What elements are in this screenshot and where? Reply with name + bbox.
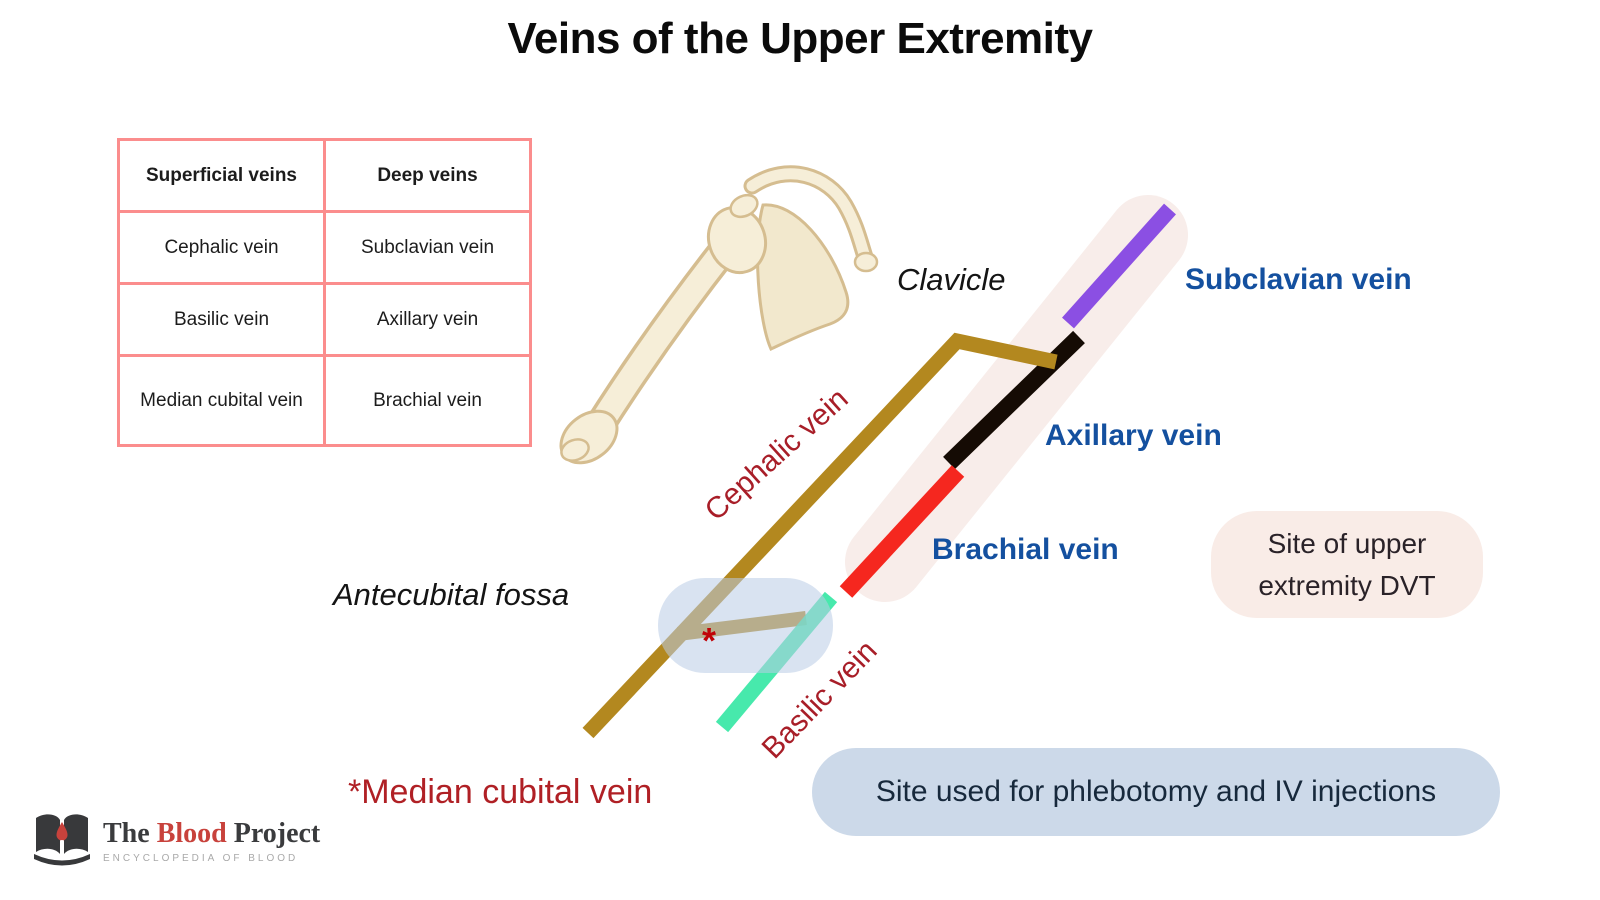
dvt-site-callout: Site of upper extremity DVT — [1211, 511, 1483, 618]
axillary-vein-line — [943, 330, 1085, 470]
open-book-icon — [34, 814, 90, 866]
phlebotomy-site-callout: Site used for phlebotomy and IV injectio… — [812, 748, 1500, 836]
cell-axillary: Axillary vein — [323, 282, 532, 357]
page-title: Veins of the Upper Extremity — [507, 14, 1093, 63]
brachial-vein-line — [839, 465, 965, 598]
logo-project: Project — [226, 818, 321, 849]
antecubital-fossa-highlight — [658, 578, 833, 673]
logo-tagline: ENCYCLOPEDIA OF BLOOD — [103, 853, 299, 864]
subclavian-vein-label: Subclavian vein — [1185, 263, 1412, 296]
asterisk-marker: * — [702, 620, 717, 661]
column-header-deep: Deep veins — [323, 138, 532, 213]
logo-the: The — [103, 818, 157, 849]
cell-cephalic: Cephalic vein — [117, 210, 326, 285]
phlebotomy-site-text: Site used for phlebotomy and IV injectio… — [875, 775, 1437, 808]
subclavian-vein-line — [1062, 203, 1176, 329]
table-row: Cephalic vein Subclavian vein — [117, 210, 532, 285]
blood-project-logo: The Blood Project ENCYCLOPEDIA OF BLOOD — [33, 810, 320, 868]
column-header-superficial: Superficial veins — [117, 138, 326, 213]
table-row: Basilic vein Axillary vein — [117, 282, 532, 357]
table-header-row: Superficial veins Deep veins — [117, 138, 532, 213]
clavicle-label: Clavicle — [897, 262, 1006, 297]
cell-basilic: Basilic vein — [117, 282, 326, 357]
median-cubital-vein-label: *Median cubital vein — [348, 773, 653, 811]
shoulder-bones-illustration — [559, 165, 879, 465]
vein-classification-table: Superficial veins Deep veins Cephalic ve… — [117, 138, 532, 447]
cell-median-cubital: Median cubital vein — [117, 354, 326, 447]
brachial-vein-label: Brachial vein — [932, 533, 1119, 566]
cell-brachial: Brachial vein — [323, 354, 532, 447]
dvt-site-text: Site of upper extremity DVT — [1258, 527, 1436, 601]
cell-subclavian: Subclavian vein — [323, 210, 532, 285]
logo-name: The Blood Project — [103, 818, 320, 850]
axillary-vein-label: Axillary vein — [1045, 419, 1222, 452]
logo-blood: Blood — [156, 818, 227, 849]
antecubital-fossa-label: Antecubital fossa — [333, 577, 570, 612]
table-row: Median cubital vein Brachial vein — [117, 354, 532, 447]
logo-text: The Blood Project ENCYCLOPEDIA OF BLOOD — [103, 810, 320, 864]
